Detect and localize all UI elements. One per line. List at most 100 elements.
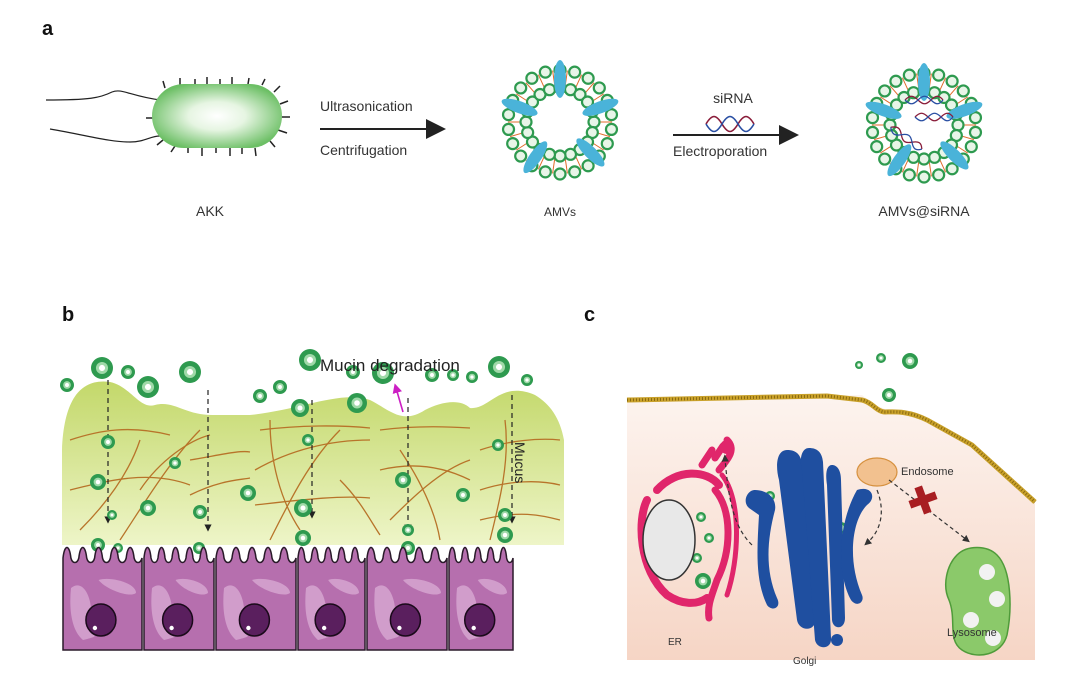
mucin-fiber [269,429,341,541]
lipid-head [917,170,931,184]
golgi-icon [745,448,873,648]
endosome-icon [856,457,898,487]
nucleus [85,603,117,637]
lipid-head [506,137,520,151]
mucin-fiber [79,439,141,531]
membrane-protein [576,138,605,167]
sirna-helix-icon [705,115,755,133]
arrow-1-top-label: Ultrasonication [320,98,413,114]
mucin-fiber [139,434,211,491]
golgi-label: Golgi [793,656,817,667]
lysosome-icon [945,546,1011,656]
panel-label-c: c [584,304,596,326]
lipid-head [951,118,965,132]
lipid-head [865,110,880,125]
mucin-degradation-label: Mucin degradation [320,356,460,375]
lipid-head [956,84,970,98]
membrane-protein [940,141,969,170]
mucin-fiber [479,481,561,491]
endosome-to-golgi-arrow [864,489,882,546]
membrane-protein [582,98,619,116]
lipid-head [514,149,528,163]
mucus-label: Mucus [512,442,528,484]
membrane-protein [918,63,930,101]
mucin-fiber [399,449,441,541]
lipid-head [968,125,983,140]
arrow-2-top-label: siRNA [713,90,753,106]
mucin-fiber [389,459,471,521]
lipid-head [932,168,946,182]
lipid-head [525,71,539,85]
lipid-head [581,71,595,85]
epithelial-cell [62,546,143,651]
mucin-fiber [254,439,371,471]
lipid-head [902,168,916,182]
lipid-head [553,149,567,163]
akk-bacterium-icon [45,77,290,157]
blocked-x-icon [908,485,938,515]
arrow-1-bottom-label: Centrifugation [320,142,407,158]
lipid-head [538,165,552,179]
lipid-head [968,110,983,125]
nucleus [238,603,271,637]
membrane-protein [501,98,538,116]
mucin-fiber [189,477,251,496]
lipid-head [542,83,557,97]
lysosome-label: Lysosome [947,627,997,639]
epithelial-cell [143,546,215,651]
lipid-head [592,81,606,95]
mucin-fiber [69,428,171,441]
mucin-fiber [479,513,561,521]
endosome-label: Endosome [901,466,954,478]
amvs-vesicle-icon [501,60,619,181]
encapsulated-sirna-icon [890,95,954,151]
membrane-protein [523,141,548,174]
panel-label-b: b [62,304,75,326]
mucin-fiber [189,450,251,461]
lipid-head [945,74,959,88]
lipid-head [514,81,528,95]
lipid-head [538,65,552,79]
lipid-head [945,162,959,176]
diffusion-arrows [104,380,516,532]
akk-label: AKK [196,203,225,219]
lipid-head [964,140,978,154]
lipid-head [870,140,884,154]
mucin-fiber [379,426,471,431]
lipid-head [865,125,880,140]
mucin-fibers [69,419,561,541]
amvs-label: AMVs [544,205,576,219]
membrane-protein [946,101,983,119]
amvs-sirna-vesicle-icon [865,63,983,184]
nucleus [463,603,496,637]
nucleus [314,603,346,637]
lipid-head [917,152,931,166]
lipid-head [878,84,892,98]
panel-a-diagram: AKK Ultrasonication Centrifugation AMVs … [45,60,983,219]
er-icon [637,436,739,622]
lipid-head [568,165,582,179]
vesicle-particles [60,349,533,555]
lipid-head [573,87,587,102]
membrane-protein [887,144,912,177]
membrane-protein [554,60,566,98]
er-label: ER [668,637,682,648]
lipid-head [604,107,619,122]
lipid-head [501,107,516,122]
amvs-sirna-label: AMVs@siRNA [878,203,970,219]
mucin-fiber [479,438,561,451]
arrow-2-bottom-label: Electroporation [673,143,767,159]
epithelial-cell [366,546,448,651]
lipid-head [883,118,897,132]
nucleus [161,603,194,637]
membrane-protein [865,101,902,119]
epithelial-cells [62,546,514,651]
lipid-head [568,65,582,79]
mucin-fiber [119,429,201,541]
epithelial-cell [215,546,297,651]
lipid-head [878,152,892,166]
mucin-fiber [379,465,471,481]
lipid-head [553,167,567,181]
nucleus [389,603,422,637]
lipid-head [600,137,614,151]
